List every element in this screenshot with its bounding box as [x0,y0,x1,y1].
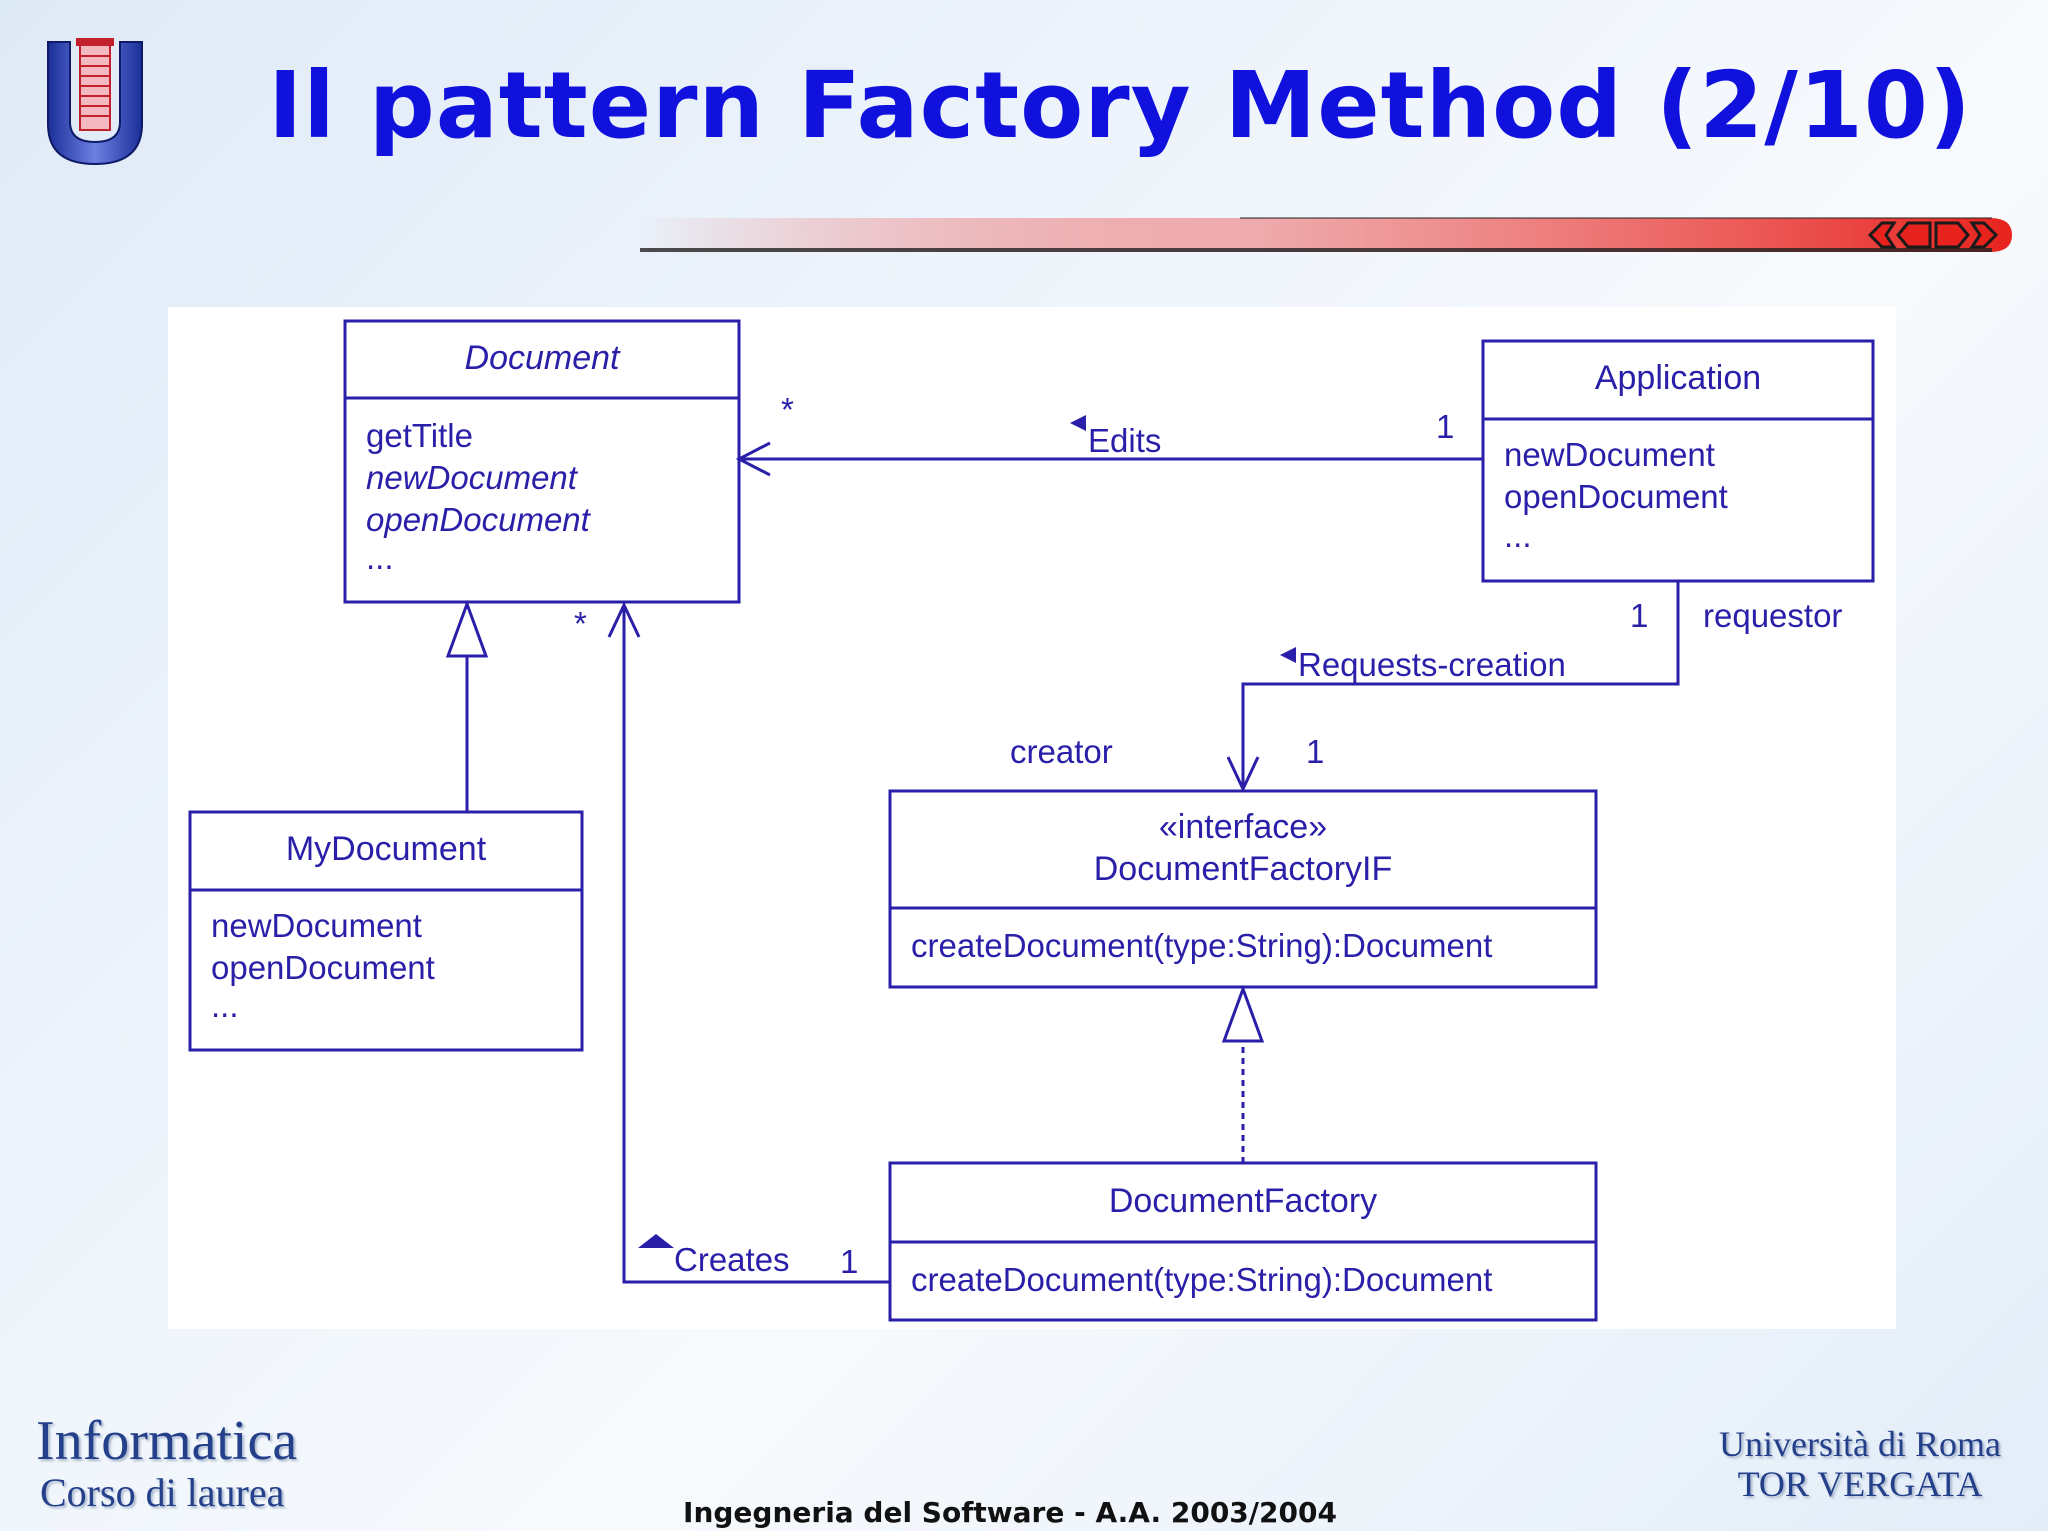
interface-stereotype: «interface» [1159,808,1327,846]
brand-right-line1: Università di Roma [1719,1424,2001,1464]
slide-title: Il pattern Factory Method (2/10) [268,52,1972,159]
document-class-box [343,319,741,604]
brand-left-line1: Informatica [36,1410,298,1472]
mydocument-member: openDocument [211,949,435,986]
uml-class-diagram: Document getTitle newDocument openDocume… [188,319,1875,1322]
document-member: ... [366,539,394,576]
application-member: ... [1504,517,1532,554]
creates-multiplicity-many: * [574,605,587,642]
requestor-role-label: requestor [1703,597,1842,634]
application-member: newDocument [1504,436,1715,473]
document-member: getTitle [366,417,473,454]
mydocument-member: newDocument [211,907,422,944]
document-member: newDocument [366,459,579,496]
university-u-logo-icon [47,38,143,166]
edits-multiplicity-one: 1 [1436,408,1454,445]
edits-label: Edits [1088,422,1161,459]
mydocument-member: ... [211,987,239,1024]
requests-direction-icon [1280,647,1296,663]
edits-direction-icon [1070,415,1086,431]
documentfactoryif-name: DocumentFactoryIF [1094,850,1393,888]
edits-multiplicity-many: * [781,391,794,428]
creates-association [607,601,890,1284]
document-class-name: Document [465,339,622,377]
creates-label: Creates [674,1241,790,1278]
department-brand: Informatica Corso di laurea [36,1412,356,1516]
generalization-mydocument-document [445,599,489,812]
creator-multiplicity-one: 1 [1306,733,1324,770]
requests-creation-association [1226,581,1680,793]
brand-right-line2: TOR VERGATA [1737,1464,1983,1504]
brand-left-line2: Corso di laurea [40,1470,285,1515]
requests-creation-label: Requests-creation [1298,646,1566,683]
uml-diagram-panel: Document getTitle newDocument openDocume… [168,307,1896,1329]
creator-role-label: creator [1010,733,1113,770]
creates-direction-icon [638,1234,674,1248]
slide-footer: Ingegneria del Software - A.A. 2003/2004 [683,1496,1337,1529]
documentfactory-member: createDocument(type:String):Document [911,1261,1492,1298]
realization-factory-interface [1221,984,1265,1163]
mydocument-class-box [188,810,584,1052]
requests-multiplicity-one: 1 [1630,597,1648,634]
document-member: openDocument [366,501,592,538]
documentfactory-name: DocumentFactory [1109,1182,1377,1220]
application-class-name: Application [1595,359,1761,397]
navigation-arrows-icon[interactable] [1867,221,1999,249]
documentfactoryif-member: createDocument(type:String):Document [911,927,1492,964]
application-member: openDocument [1504,478,1728,515]
university-brand: Università di Roma TOR VERGATA [1690,1424,2030,1504]
title-divider [640,217,2012,252]
creates-multiplicity-one: 1 [840,1243,858,1280]
mydocument-class-name: MyDocument [286,830,487,868]
edits-association [735,441,1483,477]
